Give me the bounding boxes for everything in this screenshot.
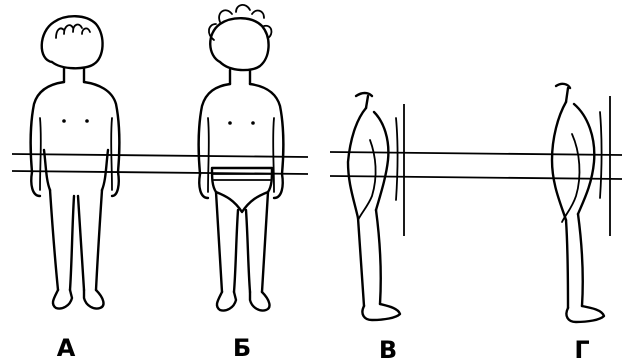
reference-line-left-lower (12, 171, 308, 174)
label-b: Б (233, 334, 251, 362)
figure-a-front-view (31, 16, 120, 308)
label-a: А (57, 334, 76, 362)
reference-line-right-lower (330, 176, 622, 179)
horizontal-reference-lines (12, 152, 622, 179)
figure-v-side-view (348, 93, 404, 320)
reference-line-left-upper (12, 154, 308, 157)
label-g: Г (574, 336, 589, 363)
figure-b-front-view (199, 5, 284, 311)
label-v: В (379, 336, 397, 363)
figure-g-side-view (552, 84, 610, 322)
